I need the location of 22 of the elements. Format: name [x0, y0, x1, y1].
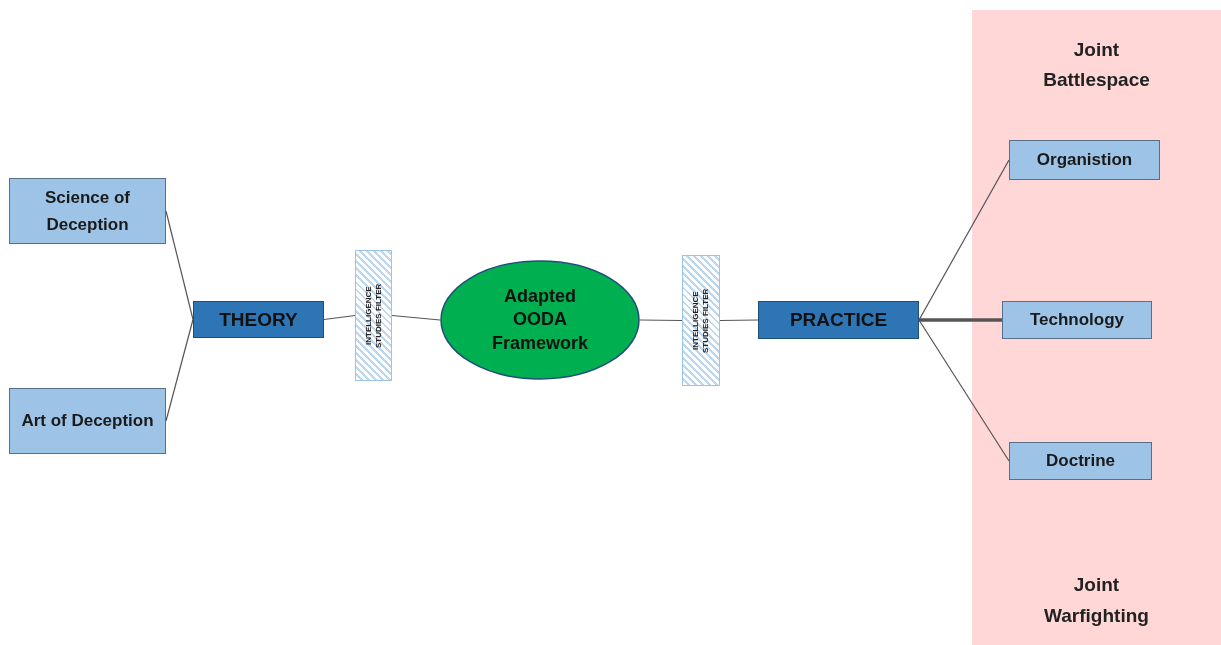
stage-box: PRACTICE [758, 301, 919, 339]
stage-box: THEORY [193, 301, 324, 338]
connector-line [391, 314, 441, 321]
connector-line [639, 319, 683, 322]
band-title: Joint Battlespace [1042, 38, 1151, 93]
connector-line [165, 318, 194, 422]
framework-ellipse: Adapted OODA Framework [440, 260, 640, 380]
filter-box: INTELLIGENCE STUDIES FILTER [355, 250, 392, 381]
process-box: Technology [1002, 301, 1152, 339]
connector-line [719, 319, 759, 322]
process-box: Organistion [1009, 140, 1160, 180]
connector-line [165, 210, 194, 321]
process-box: Science of Deception [9, 178, 166, 244]
filter-box: INTELLIGENCE STUDIES FILTER [682, 255, 720, 386]
domain-band [972, 10, 1221, 645]
connector-line [919, 318, 1002, 322]
connector-line [918, 159, 1010, 321]
process-box: Art of Deception [9, 388, 166, 454]
process-box: Doctrine [1009, 442, 1152, 480]
connector-line [323, 314, 356, 321]
band-title: Joint Warfighting [1043, 573, 1150, 628]
connector-line [918, 319, 1010, 462]
